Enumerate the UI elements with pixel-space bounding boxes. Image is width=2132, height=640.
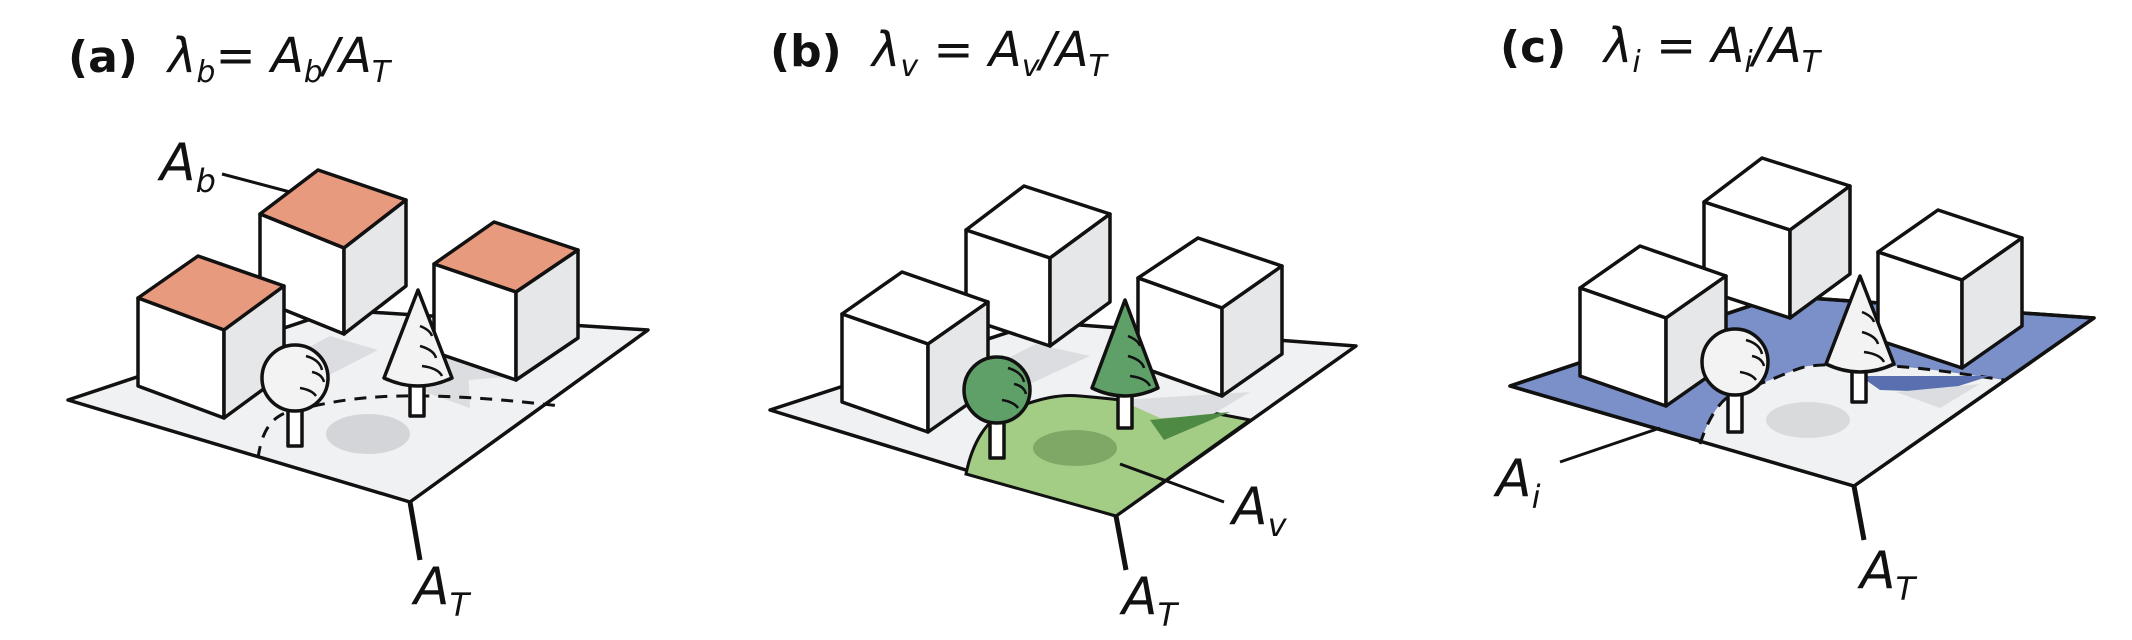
panel-a-boundary-line — [256, 394, 561, 459]
panel-b: (b) λv = Av/AT — [768, 22, 1358, 634]
panel-b-building — [964, 184, 1112, 348]
panel-b-formula: λv = Av/AT — [869, 22, 1110, 84]
panel-b-tree-shadow — [1033, 430, 1117, 466]
panel-b-total-label: AT — [1119, 567, 1180, 634]
panel-c-area-leader — [1559, 426, 1661, 464]
panel-b-cone-tree — [1090, 298, 1160, 430]
panel-b-tree-shadow — [1150, 412, 1230, 440]
panel-c-area-label: Ai — [1493, 449, 1541, 516]
panel-b-area-leader — [1119, 462, 1225, 504]
panel-a-building — [258, 168, 408, 336]
panel-c-tree-shadow — [1766, 402, 1850, 438]
panel-a-area-leader — [221, 172, 291, 194]
panel-b-total-tick — [1113, 515, 1129, 571]
panel-c-total-tick — [1851, 485, 1867, 541]
panel-c-building — [1578, 244, 1728, 408]
panel-b-shadow — [1120, 392, 1250, 418]
panel-b-building — [1136, 236, 1284, 398]
panel-a-total-label: AT — [411, 557, 472, 624]
panel-c-total-label: AT — [1857, 541, 1918, 608]
panel-a-building — [432, 220, 580, 382]
panel-a-total-tick — [407, 501, 423, 561]
panel-a-label: (a) — [68, 32, 138, 83]
panel-a-tree-shadow — [326, 414, 410, 454]
panel-c-label: (c) — [1500, 22, 1566, 73]
panel-a-formula: λb= Ab/AT — [165, 28, 393, 90]
panel-c-building — [1702, 156, 1852, 320]
panel-c-boundary-line — [1698, 362, 2005, 445]
panel-c-shadow — [1860, 376, 1990, 392]
panel-c: (c) λi = Ai/AT — [1493, 18, 2096, 608]
panel-a-area-label: Ab — [157, 133, 216, 200]
panel-c-shadow — [1896, 384, 1980, 408]
panel-a-round-tree — [260, 343, 330, 448]
panel-b-label: (b) — [770, 26, 842, 77]
panel-a-building — [136, 254, 286, 420]
panel-a-cone-tree — [382, 288, 454, 418]
panel-b-round-tree — [962, 355, 1032, 460]
panel-a: (a) λb= Ab/AT — [66, 28, 650, 624]
panel-c-building — [1876, 208, 2024, 370]
panel-c-round-tree — [1700, 327, 1770, 434]
panel-c-cone-tree — [1824, 274, 1896, 404]
panel-b-area-label: Av — [1229, 477, 1288, 544]
panel-c-formula: λi = Ai/AT — [1601, 18, 1823, 80]
